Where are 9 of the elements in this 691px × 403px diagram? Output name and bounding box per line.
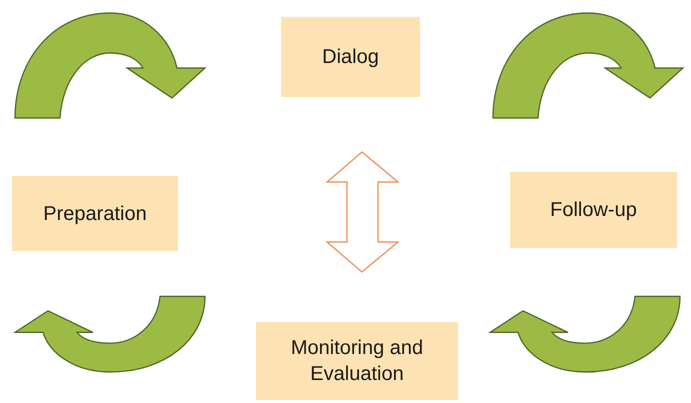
step-label: Monitoring and Evaluation bbox=[290, 336, 424, 387]
step-label: Follow-up bbox=[550, 198, 637, 223]
step-label: Dialog bbox=[322, 45, 379, 70]
step-label: Preparation bbox=[43, 202, 147, 226]
curved-arrow bbox=[492, 12, 684, 119]
double-arrow bbox=[325, 151, 400, 273]
curved-arrow bbox=[14, 12, 206, 119]
curved-arrow bbox=[14, 296, 206, 373]
curved-arrow bbox=[489, 296, 681, 373]
